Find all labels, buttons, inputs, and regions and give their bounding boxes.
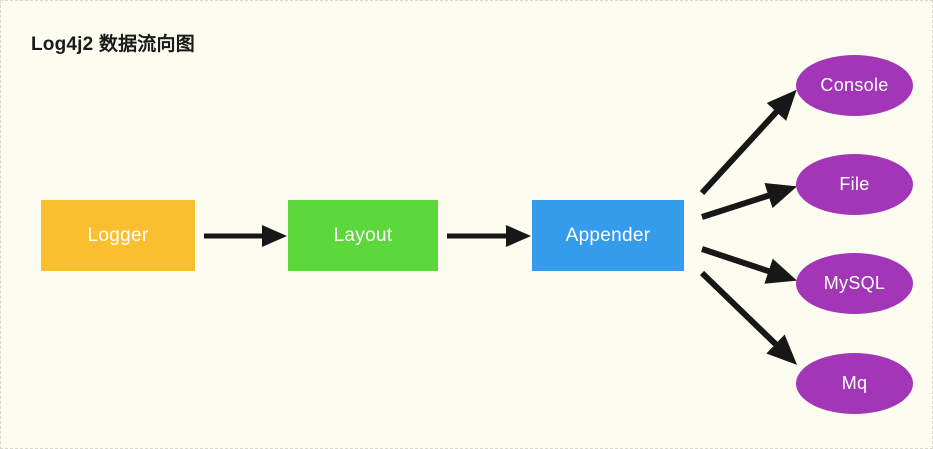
edge-appender-file [701,183,797,220]
node-file[interactable]: File [796,154,913,215]
edge-appender-mq [699,270,798,365]
node-layout[interactable]: Layout [288,200,438,271]
node-console-label: Console [820,75,889,95]
node-console[interactable]: Console [796,55,913,116]
node-mq-label: Mq [841,373,868,393]
node-mysql[interactable]: MySQL [796,253,913,314]
node-file-label: File [839,174,870,194]
node-mysql-label: MySQL [823,273,886,293]
node-logger[interactable]: Logger [41,200,195,271]
node-mq[interactable]: Mq [796,353,913,414]
edge-appender-console [699,89,797,196]
page-title: Log4j2 数据流向图 [31,34,195,55]
node-appender-label: Appender [565,224,651,246]
edge-appender-mysql [701,246,797,284]
node-layout-label: Layout [333,224,393,246]
node-appender[interactable]: Appender [532,200,684,271]
node-logger-label: Logger [87,224,149,246]
